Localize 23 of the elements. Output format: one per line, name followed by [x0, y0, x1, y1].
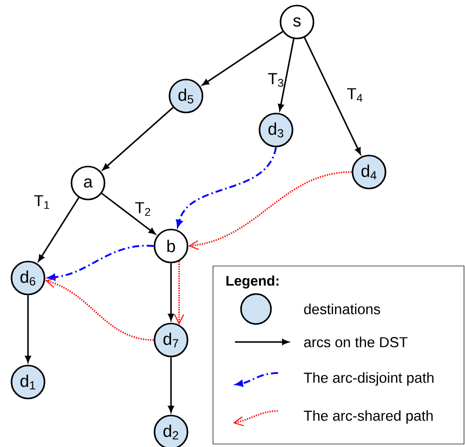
arrow: [168, 357, 174, 412]
arrow: [102, 106, 174, 170]
edge-label: T$_{3}$: [268, 73, 284, 87]
dotted-arrow: [45, 278, 154, 341]
legend-text: The arc-disjoint path: [304, 372, 434, 386]
dotted-arrow: [174, 261, 184, 325]
arrow: [38, 197, 80, 262]
arrow: [101, 192, 156, 234]
dash-dot-arrow: [176, 147, 277, 228]
arrow: [168, 263, 174, 320]
dotted-arrow: [188, 171, 352, 250]
edge-label: T$_{4}$: [347, 88, 362, 102]
legend-text: The arc-shared path: [304, 410, 433, 424]
legend-text: destinations: [304, 304, 380, 314]
arrow: [202, 30, 284, 86]
arrow: [25, 295, 31, 362]
edge-label: T$_{1}$: [34, 195, 50, 209]
arrow: [278, 38, 294, 111]
edge-label: T$_{2}$: [135, 202, 150, 216]
legend-text: arcs on the DST: [304, 336, 408, 348]
arrow: [304, 37, 361, 154]
legend-title: Legend:: [226, 275, 278, 289]
dash-dot-arrow: [48, 244, 154, 280]
